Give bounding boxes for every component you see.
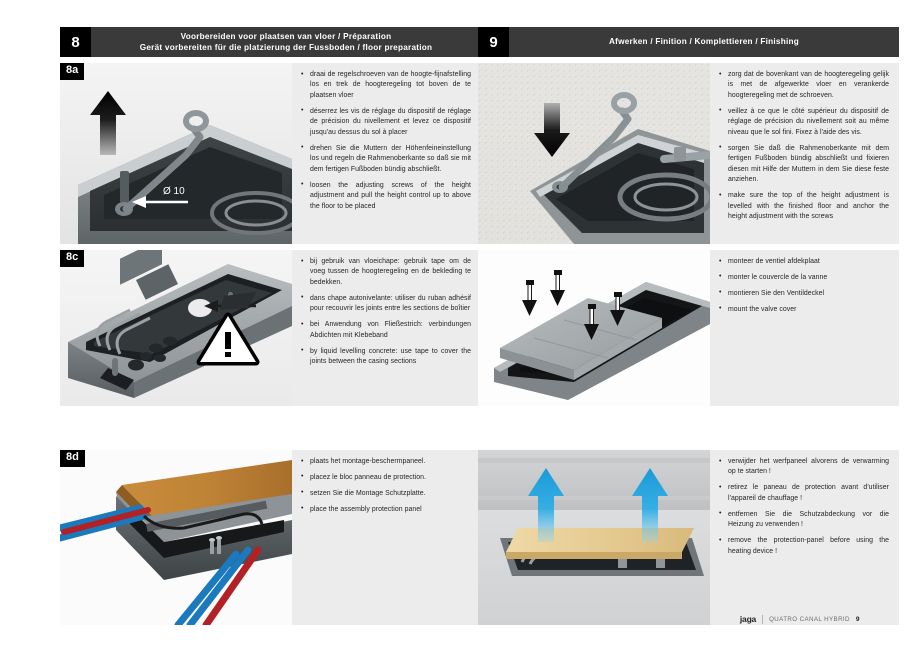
figure-level-with-finished-floor <box>478 63 710 244</box>
section-9-title-line1: Afwerken / Finition / Komplettieren / Fi… <box>608 37 800 47</box>
step-8a: Ø 10 8a draai de regelschroeven van de h… <box>60 63 481 244</box>
section-9-number: 9 <box>478 27 509 57</box>
illustration-8a: Ø 10 <box>60 63 292 244</box>
section-8-title: Voorbereiden voor plaatsen van vloer / P… <box>91 27 481 57</box>
bullet-item: déserrez les vis de réglage du dispositi… <box>301 106 471 138</box>
text-9b: monteer de ventiel afdekplaat monter le … <box>710 250 899 406</box>
footer-divider <box>762 614 764 624</box>
step-8d: 8d plaats het montage-beschermpaneel. pl… <box>60 450 481 625</box>
bullet-item: entfernen Sie die Schutzabdeckung vor di… <box>719 509 889 531</box>
bullet-list-8c: bij gebruik van vloeichape: gebruik tape… <box>301 256 471 368</box>
bullet-item: mount the valve cover <box>719 304 889 315</box>
figure-assembly-protection-panel: 8d <box>60 450 292 625</box>
bullet-item: monter le couvercle de la vanne <box>719 272 889 283</box>
page-footer: jaga QUATRO CANAL HYBRID 9 <box>740 614 860 624</box>
text-9c: verwijder het werfpaneel alvorens de ver… <box>710 450 899 625</box>
step-9a: zorg dat de bovenkant van de hoogteregel… <box>478 63 899 244</box>
bullet-item: verwijder het werfpaneel alvorens de ver… <box>719 457 889 478</box>
bullet-item: placez le bloc panneau de protection. <box>301 472 471 483</box>
text-8d: plaats het montage-beschermpaneel. place… <box>292 450 481 625</box>
bullet-item: by liquid levelling concrete: use tape t… <box>301 346 471 368</box>
illustration-8c <box>60 250 292 406</box>
section-8-number: 8 <box>60 27 91 57</box>
step-9c: verwijder het werfpaneel alvorens de ver… <box>478 450 899 625</box>
section-9-header: 9 Afwerken / Finition / Komplettieren / … <box>478 27 899 57</box>
bullet-item: setzen Sie die Montage Schutzplatte. <box>301 488 471 499</box>
footer-page-number: 9 <box>855 615 860 623</box>
figure-height-adjustment-wrench: Ø 10 8a <box>60 63 292 244</box>
illustration-8d <box>60 450 292 625</box>
bullet-item: retirez le paneau de protection avant d'… <box>719 483 889 504</box>
screw-down-arrows <box>522 270 625 340</box>
illustration-9a <box>478 63 710 244</box>
text-9a: zorg dat de bovenkant van de hoogteregel… <box>710 63 899 244</box>
bullet-item: veillez à ce que le côté supérieur du di… <box>719 106 889 138</box>
bullet-list-8d: plaats het montage-beschermpaneel. place… <box>301 456 471 515</box>
callout-diameter-label: Ø 10 <box>163 186 185 197</box>
bullet-item: montieren Sie den Ventildeckel <box>719 288 889 299</box>
text-8a: draai de regelschroeven van de hoogte-fi… <box>292 63 481 244</box>
brand-logo: jaga <box>739 614 757 624</box>
bullet-item: monteer de ventiel afdekplaat <box>719 256 889 267</box>
step-badge-8a: 8a <box>60 63 85 80</box>
bullet-item: draai de regelschroeven van de hoogte-fi… <box>301 69 471 101</box>
step-8c: 8c bij gebruik van vloeichape: gebruik t… <box>60 250 481 406</box>
step-badge-8c: 8c <box>60 250 85 267</box>
illustration-9c <box>478 450 710 625</box>
bullet-item: make sure the top of the height adjustme… <box>719 191 889 222</box>
text-8c: bij gebruik van vloeichape: gebruik tape… <box>292 250 481 406</box>
section-8-title-line2: Gerät vorbereiten für die platzierung de… <box>139 43 433 52</box>
section-8-column: 8 Voorbereiden voor plaatsen van vloer /… <box>60 27 481 625</box>
bullet-item: sorgen Sie daß die Rahmenoberkante mit d… <box>719 143 889 186</box>
step-badge-8d: 8d <box>60 450 85 467</box>
step-9b: monteer de ventiel afdekplaat monter le … <box>478 250 899 406</box>
footer-product-title: QUATRO CANAL HYBRID <box>769 615 850 623</box>
warning-triangle-icon <box>196 312 260 366</box>
bullet-item: zorg dat de bovenkant van de hoogteregel… <box>719 69 889 101</box>
bullet-list-8a: draai de regelschroeven van de hoogte-fi… <box>301 69 471 212</box>
bullet-item: drehen Sie die Muttern der Höhenfeineins… <box>301 143 471 175</box>
bullet-item: loosen the adjusting screws of the heigh… <box>301 180 471 212</box>
bullet-list-9c: verwijder het werfpaneel alvorens de ver… <box>719 457 889 557</box>
section-8-header: 8 Voorbereiden voor plaatsen van vloer /… <box>60 27 481 57</box>
section-8-title-line1: Voorbereiden voor plaatsen van vloer / P… <box>180 31 392 41</box>
bullet-item: remove the protection-panel before using… <box>719 536 889 557</box>
lift-arrows <box>528 468 668 542</box>
bullet-item: bij gebruik van vloeichape: gebruik tape… <box>301 256 471 288</box>
bullet-list-9a: zorg dat de bovenkant van de hoogteregel… <box>719 69 889 223</box>
section-9-column: 9 Afwerken / Finition / Komplettieren / … <box>478 27 899 625</box>
illustration-9b <box>478 250 710 406</box>
section-9-title: Afwerken / Finition / Komplettieren / Fi… <box>509 27 899 57</box>
bullet-item: dans chape autonivelante: utiliser du ru… <box>301 293 471 315</box>
bullet-item: bei Anwendung von Fließestrich: verbindu… <box>301 320 471 341</box>
figure-casing-joints-tape-warning: 8c <box>60 250 292 406</box>
figure-valve-cover-mount <box>478 250 710 406</box>
figure-remove-protection-panel <box>478 450 710 625</box>
bullet-item: place the assembly protection panel <box>301 504 471 515</box>
bullet-list-9b: monteer de ventiel afdekplaat monter le … <box>719 256 889 315</box>
bullet-item: plaats het montage-beschermpaneel. <box>301 456 471 467</box>
